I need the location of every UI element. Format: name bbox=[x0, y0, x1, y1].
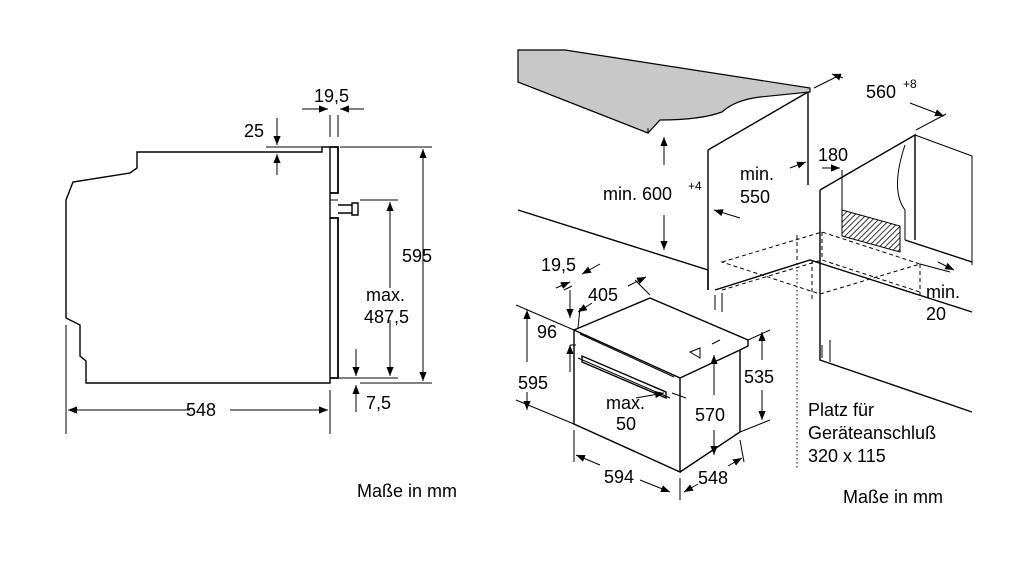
dim-600-tolerance: +4 bbox=[688, 179, 702, 193]
dim-535: 535 bbox=[744, 367, 774, 387]
worktop bbox=[517, 49, 811, 134]
connection-note-line2: Geräteanschluß bbox=[808, 423, 936, 443]
dim-96: 96 bbox=[537, 322, 557, 342]
side-view: 19,5 25 595 max. 487,5 7,5 548 Maße in m… bbox=[65, 86, 457, 501]
caption-right: Maße in mm bbox=[843, 487, 943, 507]
connection-note-line1: Platz für bbox=[808, 400, 874, 420]
dim-7-5: 7,5 bbox=[366, 393, 391, 413]
dim-min-550-label: min. bbox=[740, 164, 774, 184]
dim-19-5-left: 19,5 bbox=[314, 86, 349, 106]
oven-side-outline bbox=[65, 146, 331, 384]
dim-548-right: 548 bbox=[698, 468, 728, 488]
dim-548-left: 548 bbox=[186, 400, 216, 420]
oven-handle bbox=[338, 202, 359, 216]
dim-min-600: min. 600 bbox=[603, 184, 672, 204]
dim-max-label-left: max. bbox=[366, 285, 405, 305]
dim-20: 20 bbox=[926, 304, 946, 324]
dim-560: 560 bbox=[866, 82, 896, 102]
dim-25: 25 bbox=[244, 121, 264, 141]
dim-405: 405 bbox=[588, 285, 618, 305]
connection-area bbox=[841, 209, 901, 253]
dim-19-5-right: 19,5 bbox=[541, 255, 576, 275]
dim-595-left: 595 bbox=[402, 246, 432, 266]
dim-594: 594 bbox=[604, 467, 634, 487]
dim-min-20-label: min. bbox=[926, 282, 960, 302]
dim-570: 570 bbox=[695, 405, 725, 425]
oven-front-panel bbox=[330, 146, 339, 379]
caption-left: Maße in mm bbox=[357, 481, 457, 501]
dim-595-right: 595 bbox=[518, 373, 548, 393]
connection-note-line3: 320 x 115 bbox=[808, 446, 886, 466]
installation-view: 560 +8 min. 600 +4 min. 550 180 min. 20 … bbox=[515, 49, 973, 507]
dim-550: 550 bbox=[740, 187, 770, 207]
dim-560-tolerance: +8 bbox=[903, 77, 917, 91]
dim-50: 50 bbox=[616, 414, 636, 434]
dim-max-label-right: max. bbox=[606, 393, 645, 413]
dim-180: 180 bbox=[818, 145, 848, 165]
dim-487-5: 487,5 bbox=[364, 307, 409, 327]
oven-handle-front bbox=[581, 354, 667, 400]
